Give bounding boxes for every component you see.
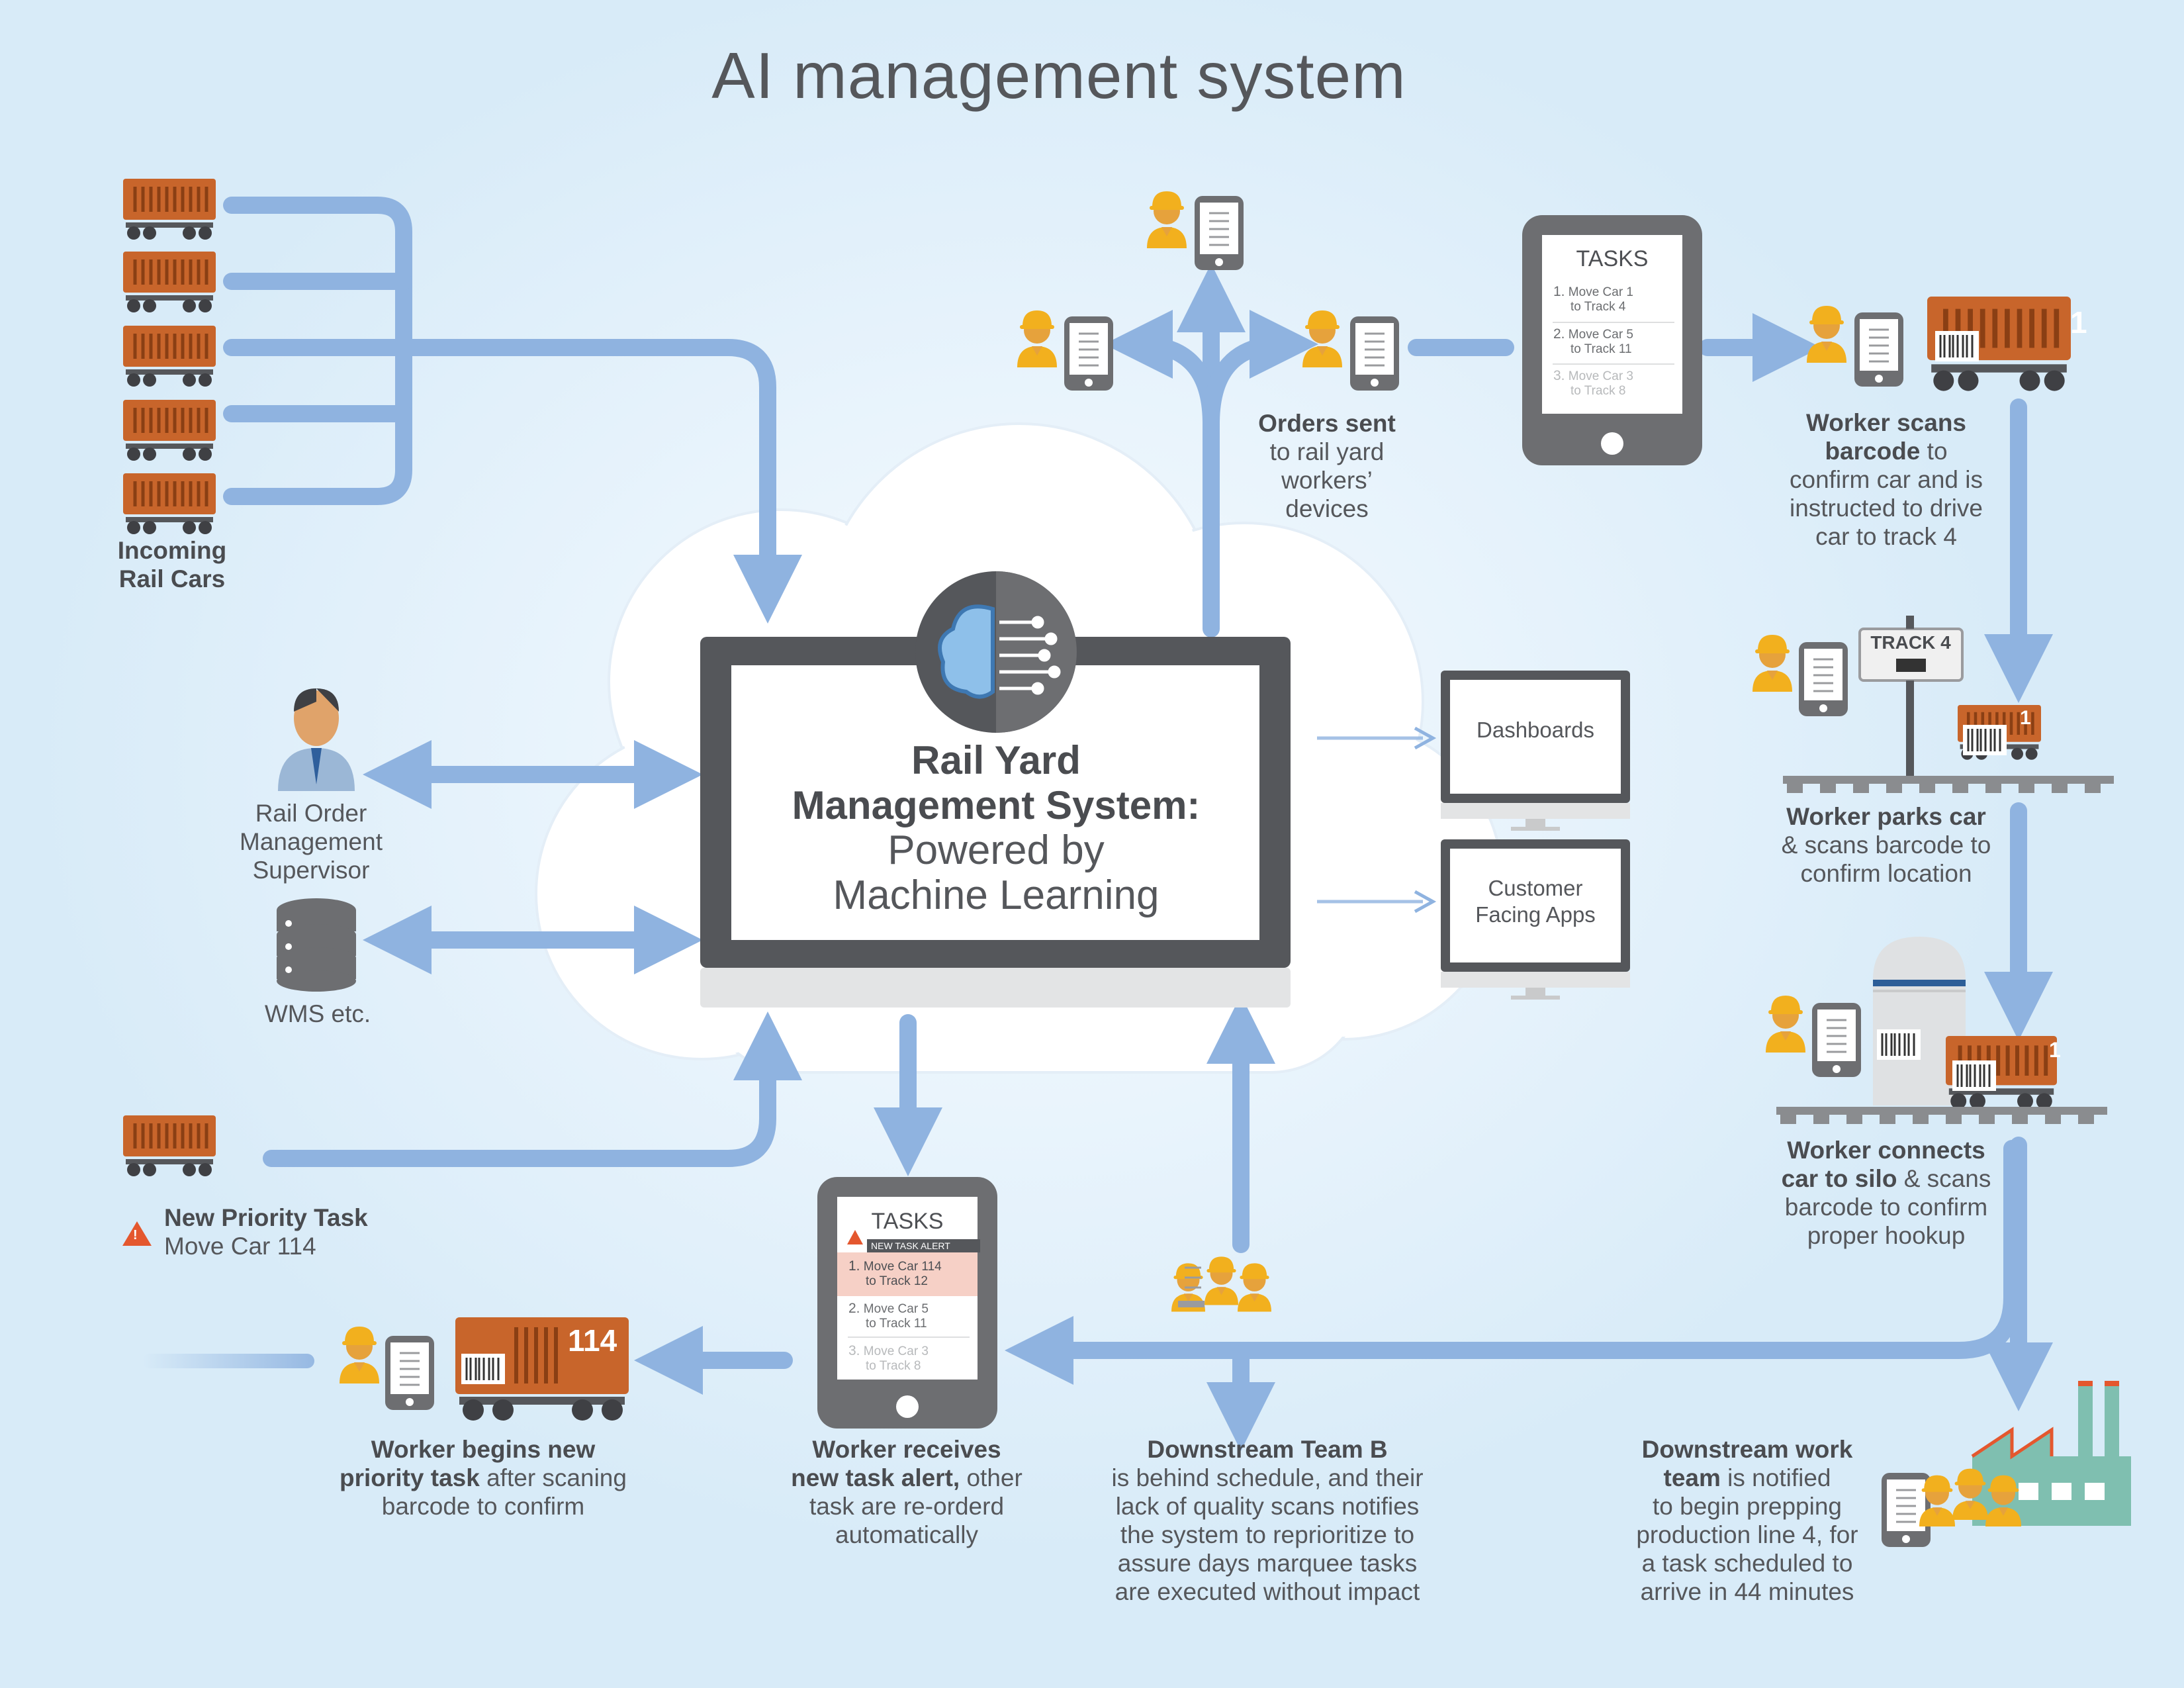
- priority-label: New Priority Task Move Car 114: [164, 1203, 389, 1260]
- tablet-top-item-1: 1. Move Car 1 to Track 4: [1553, 284, 1633, 314]
- begins-group: [340, 1317, 629, 1421]
- center-title: Rail Yard Management System: Powered by …: [735, 738, 1257, 918]
- tablet-bottom-title: TASKS: [871, 1209, 944, 1234]
- incoming-label-line1: Incoming: [117, 537, 227, 564]
- orders-label: Orders sent to rail yard workers’ device…: [1231, 409, 1423, 523]
- tablet-top-item-3: 3. Move Car 3 to Track 8: [1553, 368, 1633, 399]
- scan-label-bold1: Worker scans: [1806, 409, 1966, 436]
- park-group: [1752, 616, 2114, 793]
- scan-label-bold2: barcode: [1825, 438, 1921, 465]
- priority-title: New Priority Task: [164, 1204, 368, 1231]
- supervisor-label-line3: Supervisor: [252, 857, 370, 884]
- tablet-top-item-2: 2. Move Car 5 to Track 11: [1553, 326, 1633, 357]
- incoming-label-line2: Rail Cars: [118, 565, 226, 592]
- receives-label: Worker receives new task alert, other ta…: [791, 1436, 1023, 1548]
- new-task-alert: NEW TASK ALERT: [867, 1239, 980, 1252]
- incoming-line-3: [223, 339, 802, 624]
- customer-apps-label: Customer Facing Apps: [1475, 876, 1596, 927]
- supervisor-label-line1: Rail Order: [255, 800, 367, 827]
- tablet-bottom-item-1: 1. Move Car 114 to Track 12: [848, 1258, 942, 1289]
- wms-label: WMS etc.: [264, 1000, 371, 1027]
- orders-arrow-right: [1203, 310, 1318, 432]
- tablet-bottom-item-3: 3. Move Car 3 to Track 8: [848, 1343, 929, 1374]
- database-icon: [277, 898, 356, 992]
- page-title: AI management system: [711, 39, 1406, 112]
- supervisor-avatar: [278, 688, 355, 791]
- factory-group: [1880, 1381, 2131, 1548]
- begins-fade-line: [142, 1354, 314, 1368]
- begins-label: Worker begins new priority task after sc…: [340, 1436, 627, 1520]
- priority-arrow: [263, 1011, 802, 1167]
- tablet-bottom-item-2: 2. Move Car 5 to Track 11: [848, 1301, 929, 1331]
- team-b-label: Downstream Team B is behind schedule, an…: [1111, 1436, 1424, 1605]
- scan-label: Worker scans barcode to confirm car and …: [1789, 409, 1983, 550]
- dashboards-monitor: [1441, 671, 1630, 831]
- incoming-railcars: [123, 179, 216, 534]
- warning-mark: !: [133, 1228, 138, 1243]
- connector-lines: [223, 197, 2053, 1451]
- dashboards-label: Dashboards: [1477, 718, 1594, 742]
- incoming-label: Incoming Rail Cars: [93, 536, 251, 593]
- park-label: Worker parks car & scans barcode to conf…: [1781, 803, 1991, 887]
- orders-label-bold: Orders sent: [1258, 410, 1396, 437]
- warning-icon: [122, 1221, 152, 1246]
- center-title-line4: Machine Learning: [833, 872, 1160, 918]
- silo-label: Worker connects car to silo & scans barc…: [1781, 1137, 1991, 1249]
- supervisor-label: Rail Order Management Supervisor: [218, 799, 404, 884]
- brain-icon: [915, 571, 1077, 733]
- scan-group: [1807, 297, 2071, 391]
- return-line: [1005, 1140, 2021, 1385]
- tablet-top-title: TASKS: [1576, 246, 1649, 271]
- work-team-label: Downstream work team is notified to begi…: [1636, 1436, 1858, 1605]
- team-b-workers: [1171, 1256, 1271, 1312]
- center-title-line1: Rail Yard: [911, 738, 1081, 782]
- tablet-top: [1522, 215, 1702, 465]
- center-title-line3: Powered by: [887, 827, 1105, 873]
- track-sign: TRACK 4: [1870, 632, 1951, 653]
- orders-label-line2: to rail yard: [1269, 438, 1385, 465]
- priority-car-number: 114: [568, 1323, 617, 1358]
- scan-car-number: 1: [2070, 305, 2087, 340]
- silo-group: [1766, 937, 2107, 1124]
- park-car-number: 1: [2020, 707, 2031, 729]
- orders-label-line4: devices: [1285, 495, 1369, 522]
- silo-car-number: 1: [2049, 1038, 2061, 1062]
- center-title-line2: Management System:: [792, 783, 1201, 827]
- supervisor-label-line2: Management: [240, 828, 383, 855]
- priority-sub: Move Car 114: [164, 1233, 316, 1260]
- orders-label-line3: workers’: [1281, 467, 1373, 494]
- priority-railcar: [123, 1115, 216, 1176]
- orders-arrow-left: [1104, 310, 1220, 432]
